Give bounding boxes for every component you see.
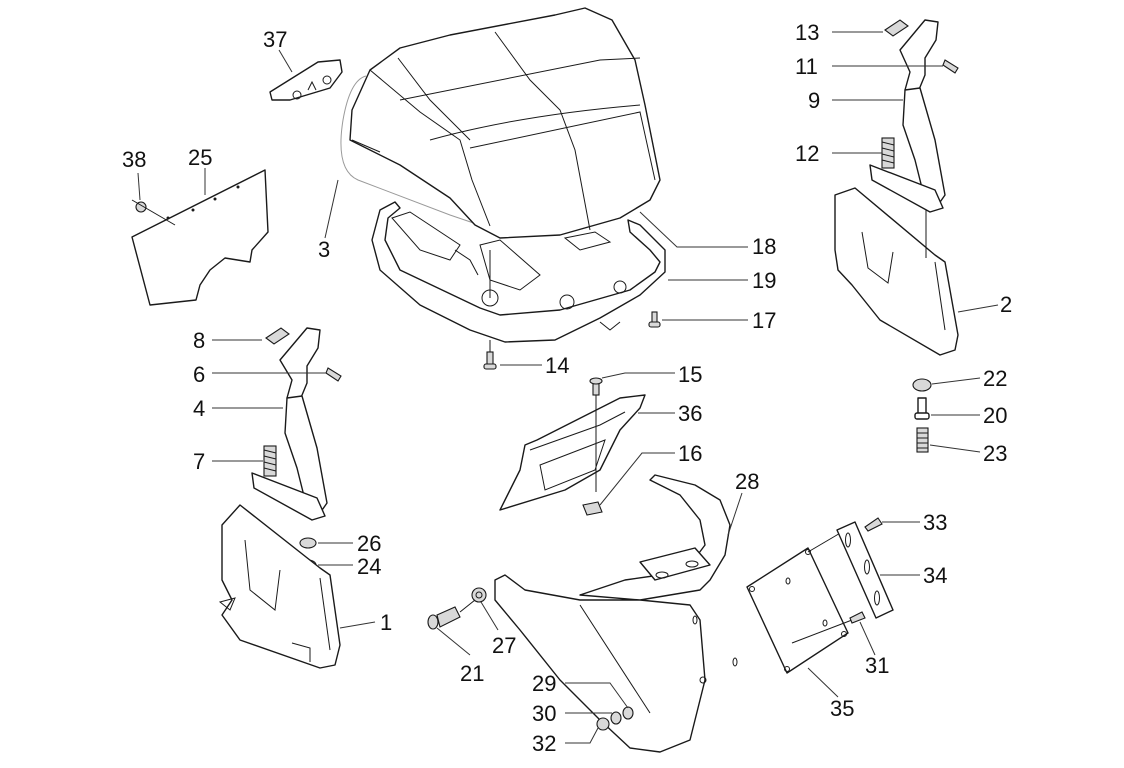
part-14-screw: [483, 340, 497, 370]
callout-12: 12: [795, 141, 819, 166]
callout-27: 21: [460, 661, 484, 686]
part-29-nut: [622, 706, 634, 720]
callout-3: 3: [318, 237, 330, 262]
callout-17: 17: [752, 308, 776, 333]
callout-22: 23: [983, 441, 1007, 466]
callout-18: 18: [752, 234, 776, 259]
part-25-nut: [299, 537, 317, 549]
callout-26: 27: [492, 633, 516, 658]
part-11-screw: [942, 59, 959, 74]
part-37-emblem: [269, 59, 343, 101]
part-31-screw: [849, 611, 866, 624]
callout-36: 36: [678, 401, 702, 426]
part-3-headlight-cover-outline: [340, 75, 501, 233]
part-20-pin: [914, 397, 930, 420]
callout-29: 29: [532, 671, 556, 696]
callout-33: 33: [923, 510, 947, 535]
part-19-cover-frame: [371, 201, 666, 343]
callout-4: 4: [193, 396, 205, 421]
part-35-plate: [746, 531, 853, 674]
part-16-clip-nut: [582, 501, 603, 516]
callout-32: 32: [532, 731, 556, 756]
callout-16: 16: [678, 441, 702, 466]
callout-19: 19: [752, 268, 776, 293]
part-38-clip: [131, 199, 176, 226]
part-2-right-lower-panel: [834, 187, 959, 356]
callout-21: 22: [983, 366, 1007, 391]
callout-37: 37: [263, 27, 287, 52]
callout-13: 13: [795, 20, 819, 45]
callout-23: 25: [188, 145, 212, 170]
part-6-screw: [325, 367, 342, 382]
callout-14: 14: [545, 353, 569, 378]
callout-8: 8: [193, 328, 205, 353]
callout-20: 20: [983, 403, 1007, 428]
leader-lines: [137, 31, 999, 744]
part-13-rubber-pad: [884, 19, 909, 37]
callout-25: 26: [357, 531, 381, 556]
part-1-left-lower-panel: [218, 504, 341, 669]
part-7-left-spring: [263, 445, 277, 477]
part-9-right-hinge-arm: [869, 19, 946, 213]
part-17-screw: [648, 311, 661, 328]
part-18-upper-cover: [349, 7, 661, 239]
part-32-washer: [596, 717, 610, 731]
part-36-lower-grille: [499, 394, 646, 511]
callout-9: 9: [808, 88, 820, 113]
callout-7: 7: [193, 449, 205, 474]
part-8-rubber-pad: [265, 327, 290, 345]
callout-labels: 37 38 25 3 18 19 17 14 15 36 16 28 13 11…: [122, 20, 1012, 756]
part-28-front-mudguard: [494, 474, 738, 753]
part-27-screw: [427, 599, 476, 630]
part-4-left-hinge-arm: [251, 327, 328, 521]
callout-31: 31: [865, 653, 889, 678]
part-12-right-spring: [881, 137, 895, 169]
part-21-bushing: [912, 378, 932, 392]
callout-6: 6: [193, 362, 205, 387]
part-33-screw: [864, 517, 883, 532]
part-15-screw: [589, 377, 603, 396]
callout-1: 1: [380, 610, 392, 635]
callout-34: 34: [923, 563, 947, 588]
callout-15: 15: [678, 362, 702, 387]
callout-11: 11: [795, 54, 818, 79]
part-34-bracket: [836, 521, 894, 619]
callout-2: 2: [1000, 292, 1012, 317]
callout-35: 35: [830, 696, 854, 721]
callout-24: 24: [357, 554, 381, 579]
part-23-inner-panel: [131, 169, 269, 306]
part-26-washer: [471, 587, 487, 603]
callout-28: 28: [735, 469, 759, 494]
callout-30: 30: [532, 701, 556, 726]
part-22-spring: [916, 427, 929, 453]
callout-38: 38: [122, 147, 146, 172]
part-30-washer: [610, 711, 622, 725]
